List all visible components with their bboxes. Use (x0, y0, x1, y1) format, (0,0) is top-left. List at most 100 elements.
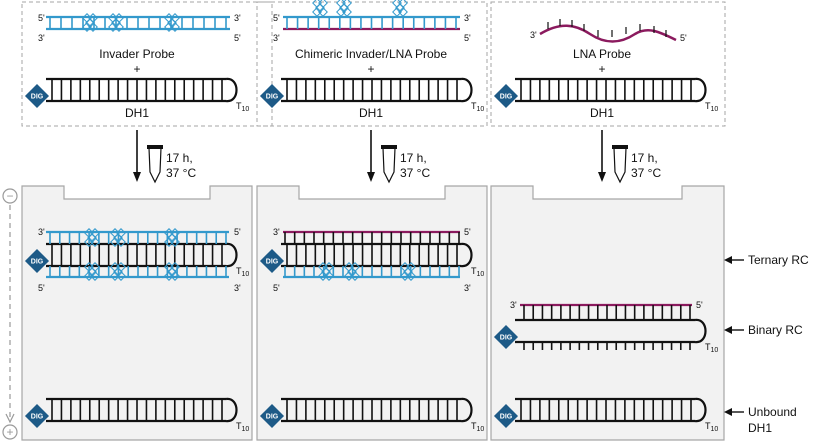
intercalator-ring (87, 267, 97, 277)
chimeric-probe-duplex (283, 15, 460, 31)
arrow-head (367, 172, 375, 182)
t10-label: T10 (471, 421, 484, 433)
band-label-text: Binary RC (748, 323, 803, 337)
intercalator-icon (164, 13, 180, 32)
intercalator-ring (167, 267, 177, 277)
intercalator-ring (116, 237, 126, 247)
intercalator-ring (342, 7, 352, 17)
band-label-text: Ternary RC (748, 253, 809, 267)
five-prime-label: 5' (696, 300, 703, 310)
tube-icon (382, 147, 396, 184)
t10-main: T (705, 421, 711, 431)
tube-icon (148, 147, 162, 184)
t10-main: T (471, 421, 477, 431)
dh1-loop (694, 77, 707, 103)
layer-boxes (21, 1, 726, 127)
t10-label: T10 (236, 421, 249, 433)
t10-sub: 10 (477, 271, 485, 278)
lna-probe-strand (539, 24, 677, 43)
electrophoresis-direction: −+ (2, 188, 18, 440)
gel-lane-1 (21, 185, 253, 441)
direction-head (5, 413, 15, 424)
incubation-step-1: 17 h,37 °C (133, 130, 196, 184)
five-prime-label: 5' (680, 33, 687, 43)
band-label-text: DH1 (748, 421, 772, 435)
t10-sub: 10 (711, 106, 719, 113)
t10-main: T (471, 266, 477, 276)
intercalator-icon (110, 262, 126, 281)
intercalator-ring (336, 7, 346, 17)
three-prime-label: 3' (530, 30, 537, 40)
three-prime-label: 3' (234, 283, 241, 293)
incubation-temp: 37 °C (400, 166, 430, 180)
reagent-box-1 (21, 1, 273, 127)
t10-main: T (236, 266, 242, 276)
intercalator-ring (84, 237, 94, 247)
dh1-label: DH1 (359, 106, 383, 120)
intercalator-ring (167, 233, 177, 243)
arrow-head (133, 172, 141, 182)
pointer-head (724, 408, 732, 416)
intercalator-icon (110, 228, 126, 247)
t10-main: T (705, 342, 711, 352)
intercalator-ring (85, 18, 95, 28)
dig-label: DIG (266, 414, 279, 421)
dh1-loop (225, 242, 238, 268)
t10-sub: 10 (242, 426, 250, 433)
dig-label: DIG (266, 259, 279, 266)
electrode-minus-sign: − (6, 189, 13, 203)
intercalator-ring (315, 3, 325, 13)
three-prime-label: 3' (38, 33, 45, 43)
intercalator-ring (395, 3, 405, 13)
intercalator-ring (403, 267, 413, 277)
pointer-head (724, 326, 732, 334)
intercalator-icon (344, 262, 360, 281)
dh1-label: DH1 (125, 106, 149, 120)
dh1-loop (694, 318, 707, 344)
intercalator-ring (318, 271, 328, 281)
five-prime-label: 5' (464, 227, 471, 237)
intercalator-icon (312, 0, 328, 17)
three-prime-label: 3' (273, 227, 280, 237)
intercalator-ring (110, 271, 120, 281)
t10-sub: 10 (477, 426, 485, 433)
t10-main: T (471, 101, 477, 111)
three-prime-label: 3' (464, 283, 471, 293)
dh1-label: DH1 (590, 106, 614, 120)
intercalator-ring (164, 271, 174, 281)
five-prime-label: 5' (38, 13, 45, 23)
t10-sub: 10 (242, 106, 250, 113)
tube-icon (613, 147, 627, 184)
intercalator-ring (344, 271, 354, 281)
intercalator-ring (164, 237, 174, 247)
intercalator-icon (82, 13, 98, 32)
intercalator-ring (324, 271, 334, 281)
t10-label: T10 (236, 101, 249, 113)
probe-label: Invader Probe (99, 47, 175, 61)
intercalator-icon (318, 262, 334, 281)
gel-lane-2 (256, 185, 488, 441)
intercalator-ring (84, 271, 94, 281)
plus-sign: + (598, 62, 605, 76)
dig-label: DIG (266, 94, 279, 101)
intercalator-ring (406, 271, 416, 281)
intercalator-ring (398, 7, 408, 17)
incubation-temp: 37 °C (166, 166, 196, 180)
dig-label: DIG (500, 94, 513, 101)
band-label-text: Unbound (748, 405, 797, 419)
intercalator-ring (110, 237, 120, 247)
t10-label: T10 (471, 266, 484, 278)
intercalator-ring (88, 22, 98, 32)
intercalator-ring (164, 22, 174, 32)
intercalator-ring (318, 7, 328, 17)
tube-cap (381, 145, 397, 149)
dh1-hairpin: T10 DIG (259, 397, 484, 433)
